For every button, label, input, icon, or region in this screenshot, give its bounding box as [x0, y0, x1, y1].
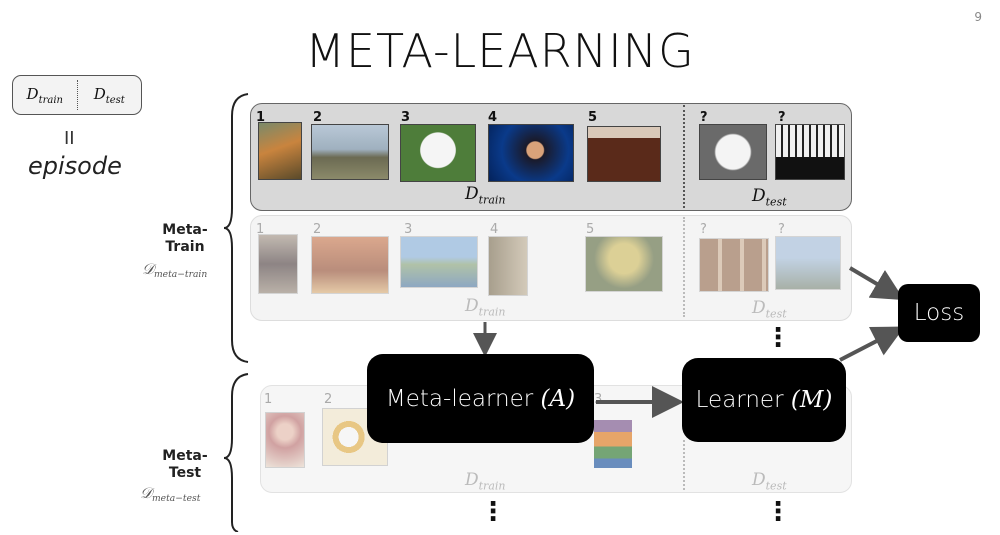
image-bird [258, 122, 302, 180]
meta-learner-box: Meta-learner (A) [367, 354, 594, 443]
test-marker: ? [778, 110, 786, 125]
train-test-divider [683, 217, 685, 317]
loss-box: Loss [898, 284, 980, 342]
image-faint-3 [400, 236, 478, 288]
arrow-learner-to-loss [839, 326, 905, 362]
d-train-symbol: Dtrain [26, 84, 63, 106]
meta-train-brace [222, 92, 252, 367]
image-number: 2 [313, 222, 322, 237]
image-number: 4 [488, 110, 498, 125]
test-marker: ? [778, 222, 785, 237]
image-number: 2 [313, 110, 323, 125]
more-test-episodes-ellipsis: ⋮ [480, 497, 506, 527]
image-number: 1 [264, 392, 273, 407]
divider-line [76, 80, 78, 110]
d-train-label: Dtrain [465, 296, 506, 319]
meta-test-dataset: 𝒟meta−test [140, 484, 201, 505]
d-train-label: Dtrain [465, 184, 506, 207]
learner-box: Learner (M) [682, 358, 846, 442]
d-test-label: Dtest [752, 470, 787, 493]
image-faint-2 [311, 236, 389, 294]
d-test-symbol: Dtest [93, 84, 125, 106]
image-number: 1 [256, 110, 266, 125]
image-faint-child [265, 412, 305, 468]
meta-test-brace [222, 372, 252, 535]
equals-sign: II [64, 128, 75, 149]
episode-label: episode [28, 152, 122, 180]
test-image-faint-2 [775, 236, 841, 290]
test-marker: ? [700, 222, 707, 237]
image-white-dog [400, 124, 476, 182]
meta-train-dataset: 𝒟meta−train [142, 260, 208, 281]
d-test-label: Dtest [752, 186, 787, 209]
d-test-label: Dtest [752, 298, 787, 321]
more-episodes-ellipsis: ⋮ [765, 323, 791, 353]
d-train-label: Dtrain [465, 470, 506, 493]
test-marker: ? [700, 110, 708, 125]
slide-title: META-LEARNING [305, 24, 695, 78]
image-number: 3 [594, 392, 603, 407]
image-faint-4 [488, 236, 528, 296]
test-image-white-dog [699, 124, 767, 180]
image-faint-5 [585, 236, 663, 292]
image-number: 5 [586, 222, 595, 237]
test-image-piano [775, 124, 845, 180]
image-piano [587, 126, 661, 182]
image-number: 1 [256, 222, 265, 237]
image-number: 5 [588, 110, 598, 125]
train-test-divider [683, 440, 685, 490]
test-image-faint-1 [699, 238, 769, 292]
image-tank [311, 124, 389, 180]
page-number: 9 [974, 10, 982, 24]
arrow-test-to-loss [848, 266, 905, 301]
image-number: 3 [401, 110, 411, 125]
more-test-episodes-ellipsis: ⋮ [765, 497, 791, 527]
episode-definition-box: Dtrain Dtest [12, 75, 142, 115]
image-number: 4 [490, 222, 499, 237]
image-singer [488, 124, 574, 182]
meta-train-label: Meta- Train [162, 222, 208, 255]
train-test-divider [683, 105, 685, 208]
meta-test-label: Meta- Test [162, 448, 208, 481]
image-faint-cups [594, 420, 632, 468]
image-number: 2 [324, 392, 333, 407]
image-faint-1 [258, 234, 298, 294]
image-number: 3 [404, 222, 413, 237]
